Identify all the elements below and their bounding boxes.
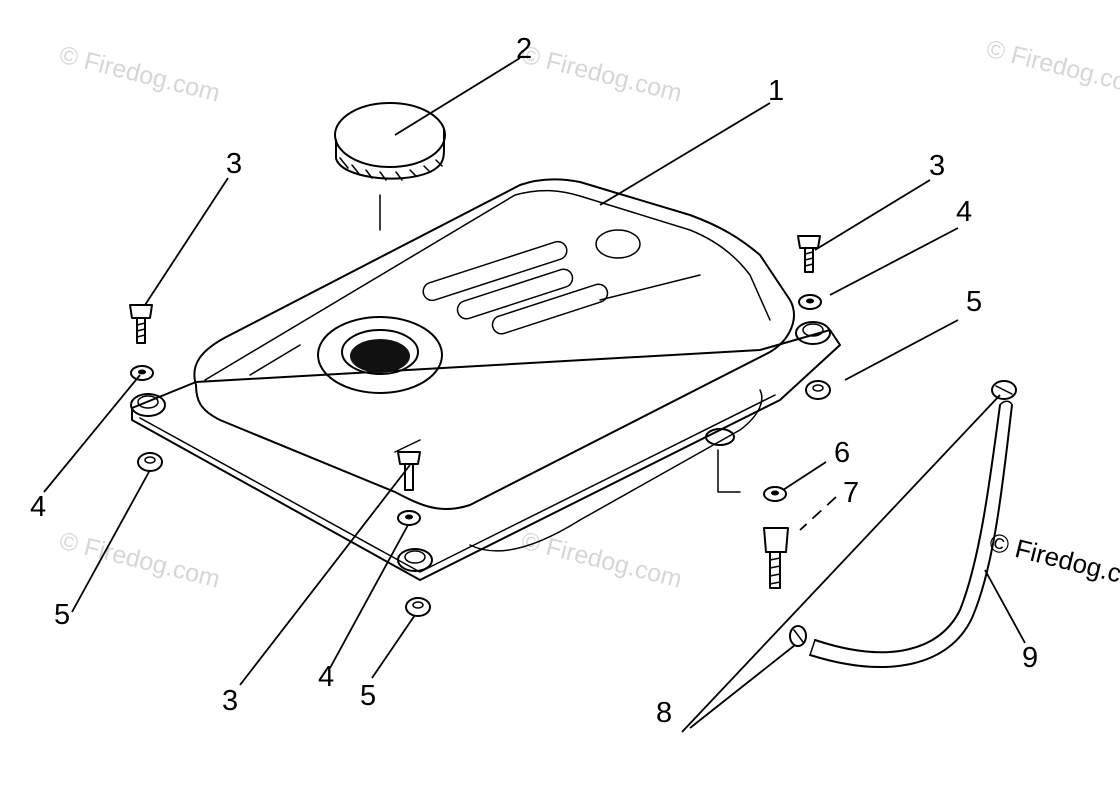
watermark-bottom-left: © Firedog.com — [57, 527, 223, 594]
callout-9: 9 — [1022, 642, 1038, 674]
callout-6: 6 — [834, 437, 850, 469]
watermarks: © Firedog.com © Firedog.com © Firedog.co… — [57, 35, 1120, 594]
callout-2: 2 — [516, 33, 532, 65]
watermark-top-center: © Firedog.com — [519, 41, 685, 108]
callout-3-bottom: 3 — [222, 685, 238, 717]
callout-1: 1 — [768, 75, 784, 107]
callout-7: 7 — [843, 477, 859, 509]
leader-lines — [43, 57, 1026, 733]
callout-5-right: 5 — [966, 286, 982, 318]
hose-assembly — [789, 380, 1017, 668]
callout-labels: 2 1 3 3 4 5 4 5 3 4 5 6 7 8 9 — [30, 33, 1038, 729]
callout-8: 8 — [656, 697, 672, 729]
callout-4-right: 4 — [956, 196, 972, 228]
fuel-cap — [334, 102, 446, 231]
callout-4-left: 4 — [30, 491, 46, 523]
watermark-top-left: © Firedog.com — [57, 41, 223, 108]
nuts — [137, 380, 831, 617]
callout-4-bottom: 4 — [318, 661, 334, 693]
watermark-top-right: © Firedog.com — [984, 35, 1120, 102]
fuel-tank — [130, 178, 841, 581]
callout-3-left: 3 — [226, 148, 242, 180]
washers — [130, 294, 822, 526]
watermark-bottom-right: © Firedog.c — [987, 527, 1120, 589]
callout-5-left: 5 — [54, 599, 70, 631]
watermark-bottom-center: © Firedog.com — [519, 527, 685, 594]
bolts — [129, 235, 821, 589]
callout-3-right: 3 — [929, 150, 945, 182]
callout-5-bottom: 5 — [360, 680, 376, 712]
